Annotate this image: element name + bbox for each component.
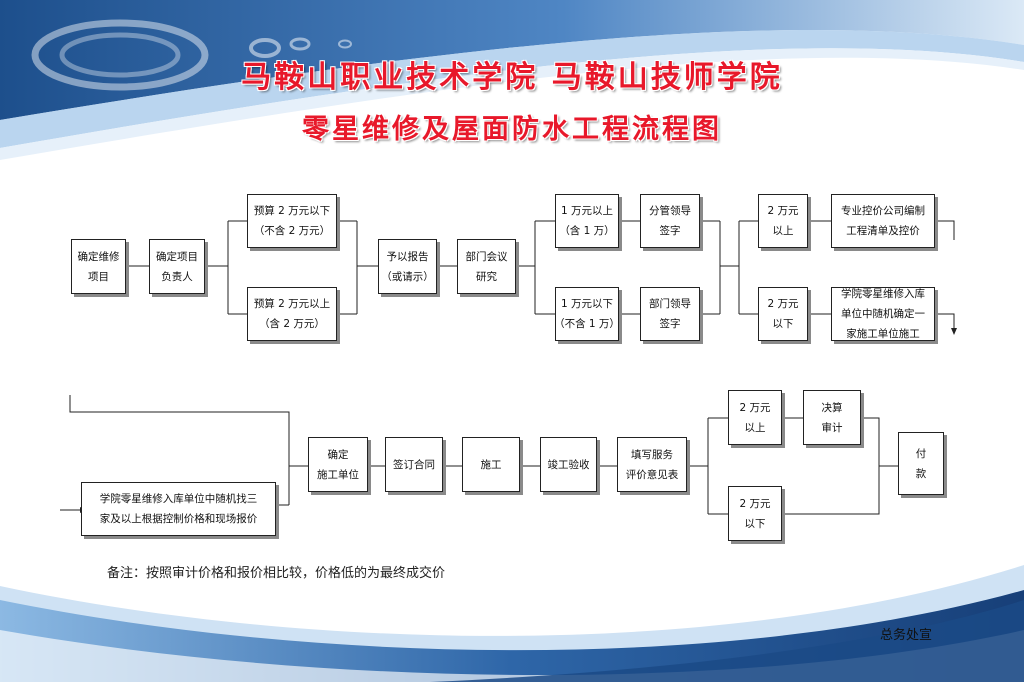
node-text-line: 以上 (772, 225, 794, 237)
step-under-10k: 1 万元以下 （不含 1 万） (554, 287, 620, 341)
node-text-line: 2 万元 (739, 401, 771, 414)
step-construction: 施工 (462, 437, 520, 492)
node-text-line: （含 1 万） (559, 225, 615, 237)
node-text-line: 学院零星维修入库 (841, 288, 925, 300)
node-text-line: 部门领导 (649, 298, 691, 310)
step-confirm-contractor: 确定施工单位 (308, 437, 368, 492)
step-payment-over-20k: 2 万元以上 (728, 390, 782, 445)
node-text-line: 签订合同 (393, 458, 435, 471)
node-text-line: 以上 (744, 421, 766, 434)
step-completion-acceptance: 竣工验收 (540, 437, 597, 492)
node-text-line: 审计 (821, 421, 843, 434)
step-assign-project-lead: 确定项目负责人 (149, 239, 205, 294)
step-department-meeting: 部门会议研究 (457, 239, 516, 294)
step-submit-report: 予以报告 （或请示） (378, 239, 437, 294)
page-subtitle: 零星维修及屋面防水工程流程图 (302, 114, 722, 145)
node-text-line: 填写服务 (631, 448, 673, 461)
node-text-line: 2 万元 (767, 298, 799, 310)
node-text-line: 部门会议 (465, 250, 508, 263)
step-cost-control-company: 专业控价公司编制工程清单及控价 (831, 194, 935, 248)
node-text-line: （不含 2 万元） (253, 225, 331, 237)
node-text-line: 予以报告 (386, 250, 429, 263)
node-text-line: 研究 (476, 270, 497, 283)
node-text-line: （不含 1 万） (554, 318, 620, 330)
node-text-line: 项目 (88, 270, 109, 283)
step-budget-under-20k: 预算 2 万元以下 （不含 2 万元） (247, 194, 337, 248)
step-service-evaluation-form: 填写服务评价意见表 (617, 437, 687, 492)
node-text-line: 签字 (659, 225, 681, 237)
step-dept-leader-sign: 部门领导签字 (640, 287, 700, 341)
node-text-line: 决算 (821, 401, 843, 414)
node-text-line: 单位中随机确定一 (841, 308, 925, 320)
step-random-single-contractor: 学院零星维修入库单位中随机确定一家施工单位施工 (831, 287, 935, 341)
node-text-line: 竣工验收 (547, 458, 590, 471)
step-sign-contract: 签订合同 (385, 437, 443, 492)
node-text-line: 施工单位 (317, 468, 359, 481)
node-text-line: 1 万元以上 (560, 205, 614, 217)
node-text-line: 分管领导 (649, 205, 691, 217)
step-confirm-repair-project: 确定维修项目 (71, 239, 126, 294)
step-under-20k: 2 万元以下 (758, 287, 808, 341)
step-deputy-leader-sign: 分管领导签字 (640, 194, 700, 248)
step-budget-over-20k: 预算 2 万元以上 （含 2 万元） (247, 287, 337, 341)
node-text-line: 付 (915, 447, 927, 460)
node-text-line: 预算 2 万元以下 (253, 205, 331, 217)
node-text-line: 2 万元 (739, 497, 771, 510)
node-text-line: 评价意见表 (625, 468, 679, 481)
page-title: 马鞍山职业技术学院 马鞍山技师学院 (241, 60, 783, 95)
step-final-audit: 决算审计 (803, 390, 861, 445)
node-text-line: 家及以上根据控制价格和现场报价 (99, 513, 258, 525)
node-text-line: 工程清单及控价 (846, 225, 920, 237)
step-over-20k: 2 万元以上 (758, 194, 808, 248)
node-text-line: 签字 (659, 318, 681, 330)
node-text-line: 2 万元 (767, 205, 799, 217)
node-text-line: （或请示） (381, 270, 434, 283)
node-text-line: 款 (915, 467, 927, 480)
node-text-line: 预算 2 万元以上 (253, 298, 331, 310)
node-text-line: 学院零星维修入库单位中随机找三 (99, 493, 258, 505)
remark-note: 备注：按照审计价格和报价相比较，价格低的为最终成交价 (107, 566, 446, 581)
step-payment: 付款 (898, 432, 944, 495)
step-payment-under-20k: 2 万元以下 (728, 486, 782, 541)
step-random-three-contractors: 学院零星维修入库单位中随机找三家及以上根据控制价格和现场报价 (81, 482, 276, 536)
node-text-line: （含 2 万元） (259, 318, 325, 330)
node-text-line: 确定维修 (77, 250, 120, 263)
step-over-10k: 1 万元以上 （含 1 万） (555, 194, 619, 248)
node-text-line: 以下 (744, 517, 766, 530)
node-text-line: 负责人 (161, 270, 193, 283)
node-text-line: 专业控价公司编制 (841, 205, 925, 217)
node-text-line: 施工 (480, 458, 502, 471)
department-signature: 总务处宣 (880, 628, 933, 643)
node-text-line: 以下 (772, 318, 794, 330)
node-text-line: 家施工单位施工 (846, 328, 920, 340)
node-text-line: 1 万元以下 (560, 298, 614, 310)
node-text-line: 确定 (327, 448, 349, 461)
node-text-line: 确定项目 (156, 250, 198, 263)
